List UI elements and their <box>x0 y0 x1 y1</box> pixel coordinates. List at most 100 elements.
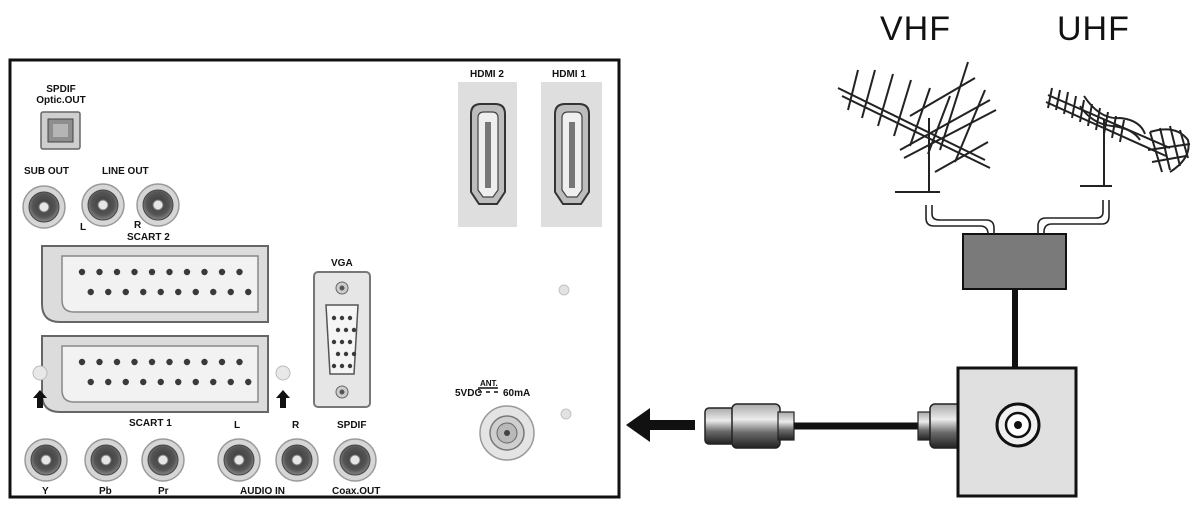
audio-in-r-jack <box>275 438 319 482</box>
connector-pin <box>331 363 337 369</box>
connector-pin <box>148 268 156 276</box>
connector-pin <box>343 327 349 333</box>
line-out-r-label: R <box>134 220 142 231</box>
up-arrow-icon <box>276 390 290 408</box>
connector-pin <box>157 378 164 386</box>
connector-pin <box>335 351 341 357</box>
connector-pin <box>140 288 147 296</box>
sub-out-jack <box>22 185 66 229</box>
connector-pin <box>122 378 129 386</box>
connector-pin <box>87 378 94 386</box>
spdif-optic-label-line1: SPDIF <box>46 84 76 95</box>
connector-pin <box>113 358 121 366</box>
connector-pin <box>201 358 208 366</box>
line-out-l-label: L <box>80 222 87 233</box>
connector-pin <box>183 358 191 366</box>
y-label: Y <box>42 486 49 497</box>
connector-pin <box>331 315 337 321</box>
connector-pin <box>78 358 86 366</box>
scart1-connector <box>41 335 269 413</box>
left-arrow-icon <box>626 408 695 442</box>
audio-l-label: L <box>234 420 241 431</box>
vhf-antenna-drawing <box>837 61 997 193</box>
coax-plug-left <box>704 403 795 449</box>
connector-pin <box>339 339 345 345</box>
line-out-l-jack <box>81 183 125 227</box>
scart2-connector <box>41 245 269 323</box>
connector-pin <box>131 358 138 366</box>
hdmi2-label: HDMI 2 <box>470 69 504 80</box>
connector-pin <box>183 268 191 276</box>
connector-pin <box>210 378 217 386</box>
connector-pin <box>347 339 353 345</box>
pb-label: Pb <box>99 486 112 497</box>
connector-pin <box>347 363 353 369</box>
scart-indicator-right <box>275 365 291 381</box>
spdif-coax-label-top: SPDIF <box>337 420 367 431</box>
connector-pin <box>210 288 217 296</box>
connector-pin <box>236 358 243 366</box>
connector-pin <box>175 288 182 296</box>
up-arrow-icon <box>33 390 47 408</box>
indicator-dot <box>558 284 570 296</box>
connector-pin <box>351 351 357 357</box>
connector-pin <box>331 339 337 345</box>
connector-pin <box>192 288 199 296</box>
uhf-antenna-drawing <box>1045 87 1191 187</box>
y-jack <box>24 438 68 482</box>
connector-pin <box>192 378 199 386</box>
scart2-label: SCART 2 <box>127 232 170 243</box>
connector-pin <box>140 378 147 386</box>
connector-pin <box>157 288 164 296</box>
connector-pin <box>175 378 182 386</box>
spdif-optical-port <box>40 111 81 150</box>
pr-jack <box>141 438 185 482</box>
spdif-optic-label-line2: Optic.OUT <box>36 95 86 106</box>
connector-pin <box>227 288 234 296</box>
connector-pin <box>351 327 357 333</box>
spdif-optic-label: SPDIF Optic.OUT <box>30 84 92 106</box>
connector-pin <box>343 351 349 357</box>
vga-label: VGA <box>331 258 353 269</box>
antenna-combiner <box>962 233 1067 290</box>
connector-pin <box>339 363 345 369</box>
audio-in-l-jack <box>217 438 261 482</box>
connector-pin <box>166 358 173 366</box>
antenna-socket <box>479 405 535 461</box>
hdmi2-port <box>458 82 517 227</box>
spdif-coax-jack <box>333 438 377 482</box>
connector-pin <box>347 315 353 321</box>
connector-pin <box>339 315 345 321</box>
connector-pin <box>122 288 129 296</box>
line-out-label: LINE OUT <box>102 166 149 177</box>
connector-pin <box>78 268 86 276</box>
ant-voltage: 5VDC <box>455 388 482 399</box>
pr-label: Pr <box>158 486 169 497</box>
connector-pin <box>245 378 252 386</box>
connector-pin <box>148 358 156 366</box>
hdmi1-label: HDMI 1 <box>552 69 586 80</box>
connector-pin <box>113 268 121 276</box>
connector-pin <box>245 288 252 296</box>
antenna-feed-wires <box>925 200 1110 235</box>
connector-pin <box>335 327 341 333</box>
connector-pin <box>166 268 173 276</box>
scart-indicator-left <box>32 365 48 381</box>
wall-antenna-socket <box>956 366 1078 498</box>
spdif-coax-label-bottom: Coax.OUT <box>332 486 381 497</box>
connector-pin <box>218 358 226 366</box>
indicator-dot <box>560 408 572 420</box>
connector-pin <box>236 268 243 276</box>
vhf-label: VHF <box>880 10 951 48</box>
hdmi1-port <box>541 82 602 227</box>
connector-pin <box>105 378 112 386</box>
pb-jack <box>84 438 128 482</box>
connector-pin <box>87 288 94 296</box>
ant-sup: ANT. <box>480 379 498 388</box>
audio-r-label: R <box>292 420 300 431</box>
vga-connector <box>313 271 371 408</box>
connector-pin <box>105 288 112 296</box>
connector-pin <box>201 268 208 276</box>
connector-pin <box>227 378 234 386</box>
